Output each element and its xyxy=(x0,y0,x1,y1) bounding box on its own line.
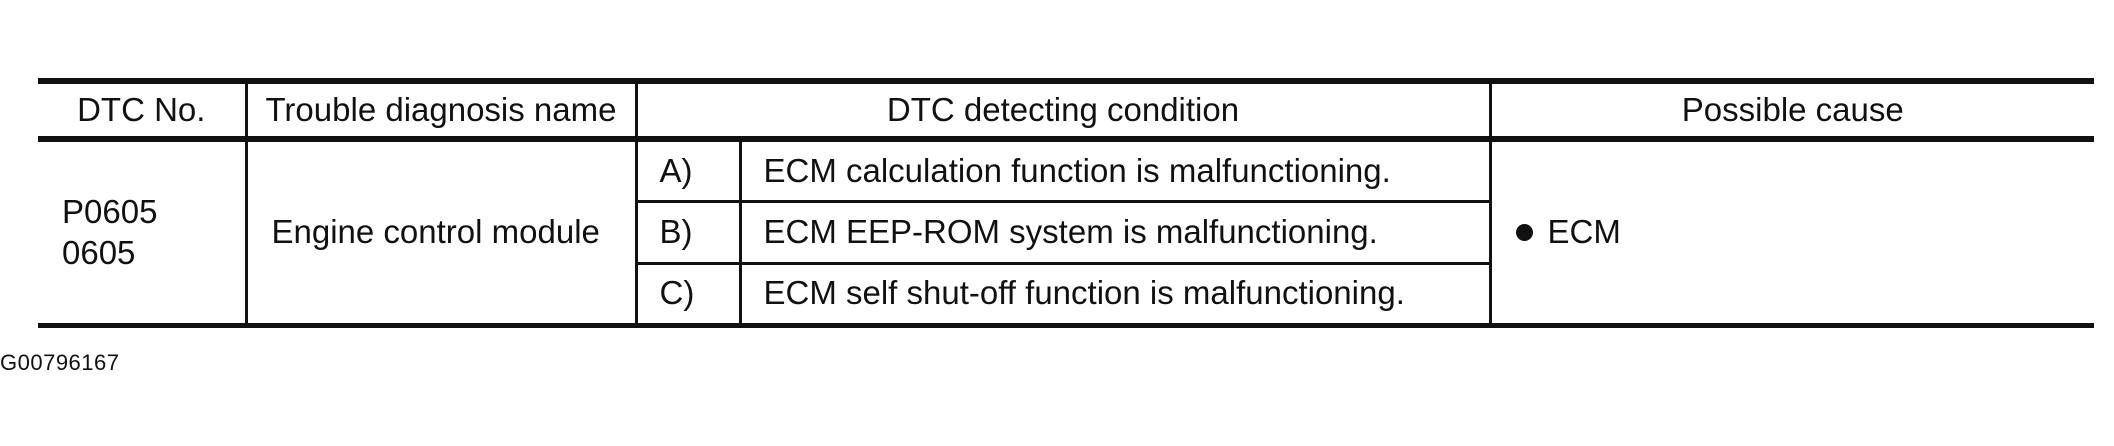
header-trouble-diagnosis-name: Trouble diagnosis name xyxy=(244,78,638,142)
dtc-table: DTC No. Trouble diagnosis name DTC detec… xyxy=(38,78,2095,328)
header-dtc-no: DTC No. xyxy=(38,78,248,142)
possible-cause-cell: ECM xyxy=(1488,139,2095,328)
possible-cause-text: ECM xyxy=(1547,213,1621,251)
table-row: B) ECM EEP-ROM system is malfunctioning. xyxy=(38,201,2094,265)
condition-text-a: ECM calculation function is malfunctioni… xyxy=(738,139,1492,203)
table-row: C) ECM self shut-off function is malfunc… xyxy=(38,263,2094,328)
condition-text-b: ECM EEP-ROM system is malfunctioning. xyxy=(738,201,1492,265)
condition-letter-b: B) xyxy=(636,201,742,265)
dtc-code-secondary: 0605 xyxy=(62,234,136,272)
condition-letter-a: A) xyxy=(634,139,742,203)
dtc-code-primary: P0605 xyxy=(62,193,158,230)
header-dtc-detecting-condition: DTC detecting condition xyxy=(634,78,1492,142)
condition-letter-c: C) xyxy=(636,263,742,328)
figure-id-label: G00796167 xyxy=(0,350,120,375)
table-row: P0605 0605 Engine control module A) ECM … xyxy=(38,139,2095,328)
bullet-icon xyxy=(1515,223,1533,241)
condition-text-c: ECM self shut-off function is malfunctio… xyxy=(738,263,1492,328)
table-header-row: DTC No. Trouble diagnosis name DTC detec… xyxy=(38,78,2095,142)
trouble-diagnosis-name-cell: Engine control module xyxy=(244,139,638,328)
header-possible-cause: Possible cause xyxy=(1488,78,2095,142)
dtc-number-cell: P0605 0605 xyxy=(38,139,248,328)
